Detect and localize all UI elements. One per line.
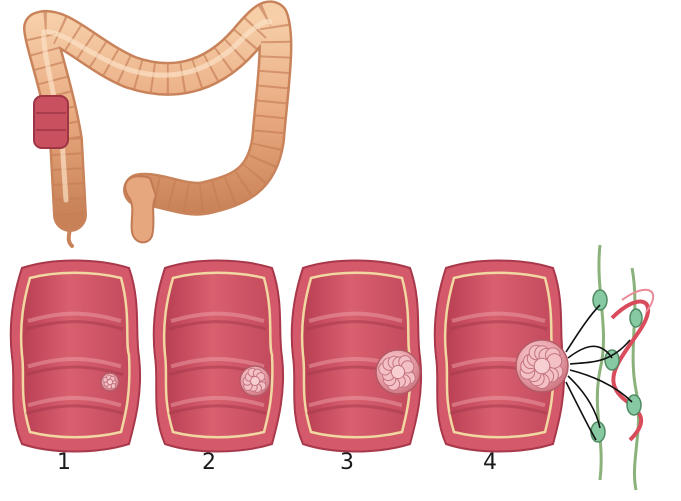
- colon-segment-stage-2: [154, 261, 283, 452]
- tumor-stage-2: [240, 366, 270, 396]
- rectum: [125, 176, 156, 242]
- tumor-stage-4: [516, 340, 568, 392]
- colon-segment-stage-4: [435, 261, 568, 452]
- lymph-node: [593, 290, 607, 310]
- segment-inner-lining: [21, 273, 129, 438]
- lymph-network-icon: [566, 245, 653, 490]
- colon-segment-stage-1: [11, 261, 140, 452]
- stage-label-2: 2: [189, 450, 229, 475]
- large-intestine: [34, 17, 275, 246]
- stage-label-3: 3: [327, 450, 367, 475]
- tumor-stage-1: [101, 373, 119, 391]
- colon-segment-stage-3: [292, 261, 421, 452]
- lymph-node: [630, 309, 642, 327]
- stage-label-1: 1: [44, 450, 84, 475]
- lymph-vessel: [597, 245, 603, 480]
- tumor-site-highlight: [34, 96, 68, 148]
- stage-segments: [11, 261, 568, 452]
- lymph-node: [591, 422, 605, 442]
- stage-label-4: 4: [470, 450, 510, 475]
- appendix: [69, 225, 72, 246]
- segment-inner-lining: [164, 273, 272, 438]
- lymph-node: [627, 395, 641, 415]
- tumor-stage-3: [376, 350, 420, 394]
